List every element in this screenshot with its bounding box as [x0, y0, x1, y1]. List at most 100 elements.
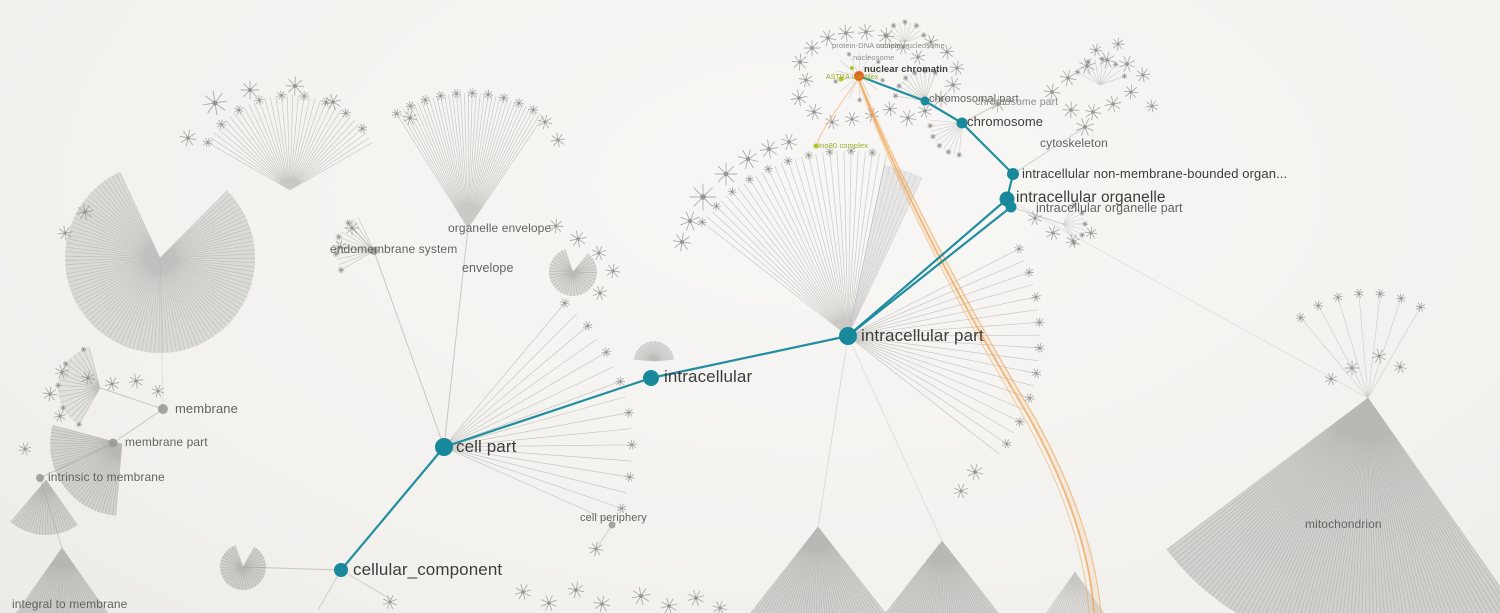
- term-node-glyph[interactable]: [624, 472, 635, 482]
- term-node-glyph[interactable]: [890, 22, 897, 29]
- term-node-glyph[interactable]: [588, 541, 604, 557]
- term-node-glyph[interactable]: [954, 484, 968, 498]
- term-node-glyph[interactable]: [528, 104, 539, 115]
- term-node-glyph[interactable]: [299, 91, 310, 102]
- term-node-glyph[interactable]: [1074, 69, 1081, 75]
- term-node-glyph[interactable]: [54, 364, 70, 380]
- term-node-glyph[interactable]: [697, 217, 707, 227]
- term-node-glyph[interactable]: [567, 581, 585, 599]
- term-node-glyph[interactable]: [593, 595, 611, 613]
- term-node-glyph[interactable]: [42, 386, 58, 402]
- term-node-glyph[interactable]: [939, 44, 955, 60]
- term-node-glyph[interactable]: [332, 239, 348, 255]
- term-node-glyph[interactable]: [857, 97, 863, 103]
- term-node-glyph[interactable]: [680, 211, 700, 231]
- term-node-glyph[interactable]: [687, 589, 705, 607]
- term-node-glyph[interactable]: [1104, 95, 1122, 113]
- term-node-glyph[interactable]: [1084, 226, 1098, 240]
- term-node-glyph[interactable]: [846, 146, 856, 156]
- term-node-glyph[interactable]: [1375, 288, 1385, 299]
- term-node-glyph[interactable]: [781, 134, 797, 150]
- term-node-glyph[interactable]: [405, 101, 416, 111]
- term-node-glyph[interactable]: [483, 89, 494, 100]
- term-node-glyph[interactable]: [944, 76, 962, 94]
- term-node-glyph[interactable]: [763, 164, 773, 174]
- term-node-glyph[interactable]: [234, 105, 244, 115]
- term-node-glyph[interactable]: [837, 24, 855, 42]
- term-node-glyph[interactable]: [1045, 225, 1061, 241]
- term-node-glyph[interactable]: [1089, 43, 1103, 57]
- term-node-glyph[interactable]: [1135, 67, 1151, 83]
- term-node-glyph[interactable]: [1084, 103, 1102, 121]
- term-node-glyph[interactable]: [1014, 416, 1025, 427]
- term-node-glyph[interactable]: [1078, 57, 1096, 75]
- term-node-glyph[interactable]: [714, 162, 738, 186]
- term-node-glyph[interactable]: [1313, 300, 1324, 311]
- term-node-glyph[interactable]: [917, 103, 933, 119]
- term-node-glyph[interactable]: [151, 384, 165, 398]
- term-node-glyph[interactable]: [1121, 73, 1128, 80]
- term-node-glyph[interactable]: [945, 149, 952, 155]
- highlighted-term-node[interactable]: [838, 76, 844, 82]
- term-node-glyph[interactable]: [882, 101, 898, 117]
- node-chromosomal-part[interactable]: [920, 96, 930, 106]
- node-chromosome[interactable]: [956, 117, 968, 129]
- term-node-glyph[interactable]: [57, 225, 73, 241]
- term-node-glyph[interactable]: [76, 203, 94, 221]
- term-node-glyph[interactable]: [1295, 312, 1306, 323]
- term-node-glyph[interactable]: [932, 90, 950, 108]
- term-node-glyph[interactable]: [357, 123, 368, 134]
- selected-node-nuclear-chromatin[interactable]: [854, 71, 864, 81]
- term-node-glyph[interactable]: [803, 39, 821, 57]
- term-node-glyph[interactable]: [966, 463, 984, 481]
- term-node-glyph[interactable]: [1119, 56, 1135, 72]
- term-node-glyph[interactable]: [1002, 439, 1012, 449]
- term-node-glyph[interactable]: [55, 382, 62, 389]
- term-node-glyph[interactable]: [62, 360, 69, 367]
- term-node-glyph[interactable]: [285, 76, 305, 96]
- term-node-glyph[interactable]: [791, 53, 809, 71]
- term-node-glyph[interactable]: [1027, 210, 1043, 226]
- term-node-glyph[interactable]: [892, 93, 899, 99]
- term-node-glyph[interactable]: [550, 132, 566, 148]
- term-node-glyph[interactable]: [913, 22, 920, 29]
- term-node-glyph[interactable]: [902, 19, 908, 25]
- term-node-glyph[interactable]: [202, 90, 228, 116]
- term-node-glyph[interactable]: [911, 69, 918, 76]
- term-node-glyph[interactable]: [179, 129, 197, 147]
- term-node-glyph[interactable]: [324, 93, 342, 111]
- term-node-glyph[interactable]: [804, 150, 814, 160]
- term-node-glyph[interactable]: [337, 266, 345, 274]
- term-node-glyph[interactable]: [1098, 51, 1116, 69]
- term-node-glyph[interactable]: [868, 148, 877, 158]
- term-node-glyph[interactable]: [877, 27, 895, 45]
- term-node-glyph[interactable]: [1034, 343, 1045, 353]
- term-node-glyph[interactable]: [53, 409, 67, 423]
- term-node-glyph[interactable]: [711, 201, 721, 211]
- term-node-glyph[interactable]: [1043, 83, 1061, 101]
- term-node-glyph[interactable]: [1111, 37, 1125, 51]
- term-node-glyph[interactable]: [759, 139, 779, 159]
- term-node-glyph[interactable]: [880, 77, 886, 83]
- term-node-glyph[interactable]: [936, 142, 943, 149]
- term-node-glyph[interactable]: [819, 29, 837, 47]
- term-node-glyph[interactable]: [1014, 244, 1024, 254]
- term-node-glyph[interactable]: [1079, 210, 1085, 216]
- term-node-glyph[interactable]: [922, 68, 928, 74]
- term-node-glyph[interactable]: [1082, 221, 1088, 227]
- term-node-glyph[interactable]: [798, 72, 814, 88]
- term-node-glyph[interactable]: [627, 439, 637, 450]
- term-node[interactable]: [370, 247, 378, 255]
- term-node-glyph[interactable]: [902, 75, 909, 81]
- term-node-glyph[interactable]: [727, 187, 737, 197]
- term-node-glyph[interactable]: [216, 119, 227, 130]
- term-node-glyph[interactable]: [340, 108, 351, 119]
- term-node-glyph[interactable]: [895, 39, 911, 55]
- node-intracellular-part[interactable]: [839, 327, 857, 345]
- term-node-glyph[interactable]: [660, 597, 678, 613]
- term-node-glyph[interactable]: [240, 80, 260, 100]
- term-node-glyph[interactable]: [467, 88, 478, 98]
- term-node-glyph[interactable]: [1354, 288, 1364, 299]
- term-node-glyph[interactable]: [592, 285, 608, 301]
